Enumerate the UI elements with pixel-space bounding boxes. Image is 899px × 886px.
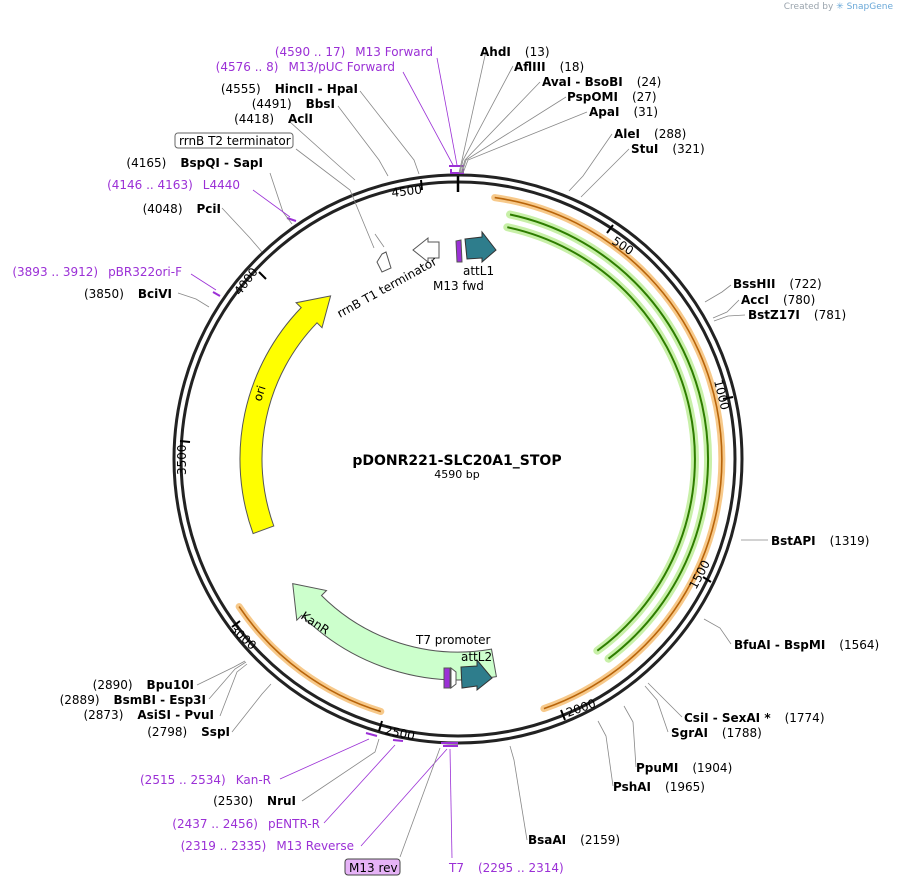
- enzyme-nrui: (2530)NruI: [213, 794, 296, 808]
- enzyme-ppumi: PpuMI(1904): [636, 761, 732, 775]
- enzyme-sgrai: SgrAI(1788): [671, 726, 762, 740]
- t7-promoter-label: T7 promoter: [415, 633, 491, 647]
- insert-arc-2: [506, 210, 713, 663]
- enzyme-acci: AccI(780): [741, 293, 815, 307]
- snapgene-credit: Created by ✳ SnapGene: [784, 2, 893, 12]
- tick-label-2500: 2500: [383, 723, 416, 743]
- enzyme-ahdi: AhdI(13): [480, 45, 550, 59]
- enzyme-bstapi: BstAPI(1319): [771, 534, 869, 548]
- enzyme-asisi-pvui: (2873)AsiSI - PvuI: [83, 708, 214, 722]
- credit-brand: SnapGene: [846, 2, 893, 12]
- enzyme-bbsi: (4491)BbsI: [252, 97, 335, 111]
- enzyme-bspqi-sapi: (4165)BspQI - SapI: [126, 156, 263, 170]
- attl2-glyph[interactable]: [460, 658, 493, 692]
- m13-fwd-glyph: [455, 239, 463, 263]
- rrnb-t1-terminator-glyph: [376, 251, 392, 273]
- snapgene-logo-icon: ✳: [836, 2, 844, 12]
- tick-label-3500: 3500: [175, 444, 189, 475]
- enzyme-csii-sexai: CsiI - SexAI *(1774): [684, 711, 825, 725]
- rrnb-arrow-glyph: [412, 236, 440, 264]
- enzyme-pcii: (4048)PciI: [143, 202, 221, 216]
- enzyme-acli: (4418)AclI: [234, 112, 313, 126]
- primer-kan-r: (2515 .. 2534)Kan-R: [140, 773, 271, 787]
- m13-rev-box: [344, 858, 401, 876]
- m13-rev-leader: [399, 747, 441, 858]
- credit-prefix: Created by: [783, 2, 834, 12]
- primer-labels: (4590 .. 17)M13 Forward (4576 .. 8)M13/p…: [12, 45, 563, 875]
- rrnb-t2-box: [174, 132, 294, 149]
- m13-fwd-label: M13 fwd: [433, 279, 484, 293]
- tick-label-4500: 4500: [391, 182, 423, 200]
- primer-pbr322ori-f: (3893 .. 3912)pBR322ori-F: [12, 265, 182, 279]
- enzyme-hincii-hpai: (4555)HincII - HpaI: [221, 82, 358, 96]
- orf-arc-left: [235, 603, 385, 715]
- enzyme-afliii: AflIII(18): [514, 60, 584, 74]
- enzyme-bfuai-bspmi: BfuAI - BspMI(1564): [734, 638, 879, 652]
- primer-m13-reverse: (2319 .. 2335)M13 Reverse: [181, 839, 354, 853]
- enzyme-alei: AleI(288): [614, 127, 686, 141]
- primer-leaders: [190, 57, 458, 859]
- primer-pentr-r: (2437 .. 2456)pENTR-R: [172, 817, 320, 831]
- enzyme-bsmbi-esp3i: (2889)BsmBI - Esp3I: [60, 693, 206, 707]
- enzyme-apai: ApaI(31): [589, 105, 658, 119]
- attl1-label: attL1: [463, 264, 494, 278]
- plasmid-length: 4590 bp: [434, 468, 479, 481]
- enzyme-pshai: PshAI(1965): [613, 780, 705, 794]
- enzyme-sspi: (2798)SspI: [147, 725, 230, 739]
- enzyme-bsshii: BssHII(722): [733, 277, 822, 291]
- orf-arc-outer: [491, 194, 726, 713]
- enzyme-stui: StuI(321): [631, 142, 705, 156]
- enzyme-bcivi: (3850)BciVI: [84, 287, 172, 301]
- ori-label: ori: [251, 384, 269, 403]
- enzyme-bstz17i: BstZ17I(781): [748, 308, 846, 322]
- t7-glyph: [443, 667, 451, 689]
- primer-l4440: (4146 .. 4163)L4440: [107, 178, 240, 192]
- enzyme-bsaai: BsaAI(2159): [528, 833, 620, 847]
- enzyme-leaders: [177, 50, 768, 841]
- ori-feature-arrow[interactable]: [239, 295, 332, 535]
- primer-m13-forward: (4590 .. 17)M13 Forward: [275, 45, 433, 59]
- rrnb-t2-label: rrnB T2 terminator: [179, 134, 291, 148]
- primer-t7: T7(2295 .. 2314): [448, 861, 564, 875]
- insert-arc-1: [503, 223, 699, 655]
- m13-rev-label: M13 rev: [349, 861, 398, 875]
- attl1-glyph[interactable]: [464, 230, 497, 264]
- attl2-label: attL2: [461, 650, 492, 664]
- enzyme-labels: AhdI(13) AflIII(18) AvaI - BsoBI(24) Psp…: [60, 45, 880, 847]
- plasmid-name: pDONR221-SLC20A1_STOP: [352, 453, 561, 469]
- kanr-feature-arrow[interactable]: [292, 582, 497, 681]
- primer-m13-puc-forward: (4576 .. 8)M13/pUC Forward: [216, 60, 395, 74]
- t7-promoter-glyph: [450, 666, 457, 690]
- enzyme-avai-bsobi: AvaI - BsoBI(24): [542, 75, 661, 89]
- enzyme-pspomi: PspOMI(27): [567, 90, 657, 104]
- enzyme-bpu10i: (2890)Bpu10I: [93, 678, 194, 692]
